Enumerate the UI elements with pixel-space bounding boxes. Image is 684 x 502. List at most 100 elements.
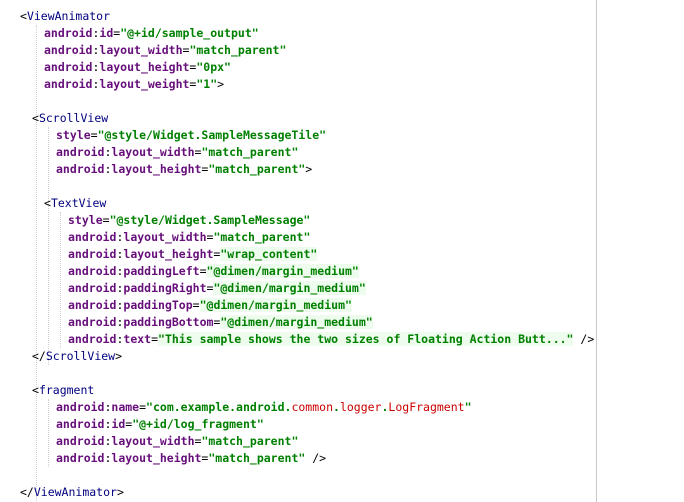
- code-line[interactable]: android:layout_height="wrap_content": [68, 246, 318, 263]
- code-token: text: [123, 332, 152, 346]
- code-token: </: [20, 485, 34, 499]
- code-line[interactable]: android:text="This sample shows the two …: [68, 331, 594, 348]
- code-token: .: [381, 400, 389, 414]
- code-token: paddingTop: [123, 298, 193, 312]
- code-token: "@dimen/margin_medium": [199, 298, 352, 312]
- code-token: paddingLeft: [123, 264, 200, 278]
- code-line[interactable]: android:paddingBottom="@dimen/margin_med…: [68, 314, 373, 331]
- code-token: :: [116, 298, 124, 312]
- code-token: :: [116, 230, 124, 244]
- code-line[interactable]: android:layout_width="match_parent": [44, 42, 286, 59]
- code-token: layout_height: [99, 60, 190, 74]
- code-token: =: [194, 434, 202, 448]
- code-line[interactable]: android:id="@+id/sample_output": [44, 25, 259, 42]
- code-token: android: [68, 281, 117, 295]
- code-token: "@dimen/margin_medium": [213, 281, 366, 295]
- indent-guide-line: [60, 212, 61, 348]
- code-token: layout_width: [123, 230, 207, 244]
- code-token: name: [111, 400, 140, 414]
- code-token: =: [201, 451, 209, 465]
- code-token: layout_width: [111, 145, 195, 159]
- code-token: logger: [339, 400, 382, 414]
- code-token: id: [99, 26, 114, 40]
- code-token: android: [68, 247, 117, 261]
- code-token: ScrollView: [45, 349, 116, 363]
- code-token: :: [116, 332, 124, 346]
- code-token: android: [56, 162, 105, 176]
- code-line[interactable]: </ScrollView>: [32, 348, 122, 365]
- code-token: layout_width: [99, 43, 183, 57]
- code-token: :: [116, 281, 124, 295]
- code-line[interactable]: style="@style/Widget.SampleMessageTile": [56, 127, 326, 144]
- code-token: >: [305, 162, 313, 176]
- code-token: paddingBottom: [123, 315, 214, 329]
- code-token: >: [116, 485, 124, 499]
- indent-guide-line: [48, 399, 49, 467]
- code-token: style: [56, 128, 91, 142]
- code-token: :: [104, 434, 112, 448]
- code-token: android: [68, 315, 117, 329]
- code-token: =: [213, 315, 221, 329]
- code-line[interactable]: android:paddingLeft="@dimen/margin_mediu…: [68, 263, 359, 280]
- code-token: android: [44, 43, 93, 57]
- code-token: =: [201, 162, 209, 176]
- code-token: layout_width: [111, 434, 195, 448]
- code-token: android: [68, 332, 117, 346]
- code-line[interactable]: android:paddingRight="@dimen/margin_medi…: [68, 280, 366, 297]
- code-line[interactable]: <fragment: [32, 382, 94, 399]
- code-token: android: [56, 145, 105, 159]
- code-line[interactable]: android:paddingTop="@dimen/margin_medium…: [68, 297, 352, 314]
- code-line[interactable]: </ViewAnimator>: [20, 484, 124, 501]
- code-token: :: [92, 26, 100, 40]
- code-token: =: [189, 60, 197, 74]
- code-token: fragment: [38, 383, 95, 397]
- code-line[interactable]: style="@style/Widget.SampleMessage": [68, 212, 310, 229]
- code-token: </: [32, 349, 46, 363]
- code-line[interactable]: android:layout_width="match_parent": [56, 144, 298, 161]
- code-line[interactable]: android:layout_weight="1">: [44, 76, 224, 93]
- code-line[interactable]: android:id="@+id/log_fragment": [56, 416, 264, 433]
- code-line[interactable]: android:layout_height="0px": [44, 59, 231, 76]
- code-token: android: [44, 60, 93, 74]
- code-token: :: [104, 451, 112, 465]
- code-token: "1": [196, 77, 218, 91]
- code-token: "match_parent": [201, 434, 299, 448]
- code-line[interactable]: android:layout_width="match_parent": [68, 229, 310, 246]
- code-token: "match_parent": [208, 162, 306, 176]
- code-token: :: [104, 400, 112, 414]
- code-token: android: [56, 417, 105, 431]
- code-token: ScrollView: [38, 111, 109, 125]
- code-token: ": [464, 400, 472, 414]
- code-token: :: [116, 315, 124, 329]
- code-token: :: [116, 264, 124, 278]
- code-token: "match_parent": [208, 451, 306, 465]
- code-token: :: [104, 145, 112, 159]
- code-token: "match_parent": [189, 43, 287, 57]
- code-token: "@+id/log_fragment": [132, 417, 264, 431]
- code-line[interactable]: <ScrollView: [32, 110, 108, 127]
- code-token: =: [206, 281, 214, 295]
- code-token: =: [206, 230, 214, 244]
- code-token: "match_parent": [201, 145, 299, 159]
- code-line[interactable]: android:layout_height="match_parent">: [56, 161, 312, 178]
- code-token: =: [102, 213, 110, 227]
- code-line[interactable]: android:layout_height="match_parent" />: [56, 450, 326, 467]
- code-token: "@+id/sample_output": [120, 26, 259, 40]
- indent-guide-line: [48, 127, 49, 365]
- indent-guide-line: [36, 25, 37, 501]
- code-token: layout_height: [111, 162, 202, 176]
- code-token: <: [44, 196, 51, 210]
- code-line[interactable]: <TextView: [44, 195, 106, 212]
- code-line[interactable]: <ViewAnimator: [20, 8, 110, 25]
- code-token: =: [113, 26, 121, 40]
- code-token: :: [92, 77, 100, 91]
- code-token: :: [104, 162, 112, 176]
- code-token: android: [56, 434, 105, 448]
- code-token: "@dimen/margin_medium": [220, 315, 373, 329]
- code-token: android: [68, 298, 117, 312]
- code-line[interactable]: android:layout_width="match_parent": [56, 433, 298, 450]
- code-line[interactable]: android:name="com.example.android.common…: [56, 399, 472, 416]
- code-token: <: [32, 383, 39, 397]
- code-token: android: [44, 26, 93, 40]
